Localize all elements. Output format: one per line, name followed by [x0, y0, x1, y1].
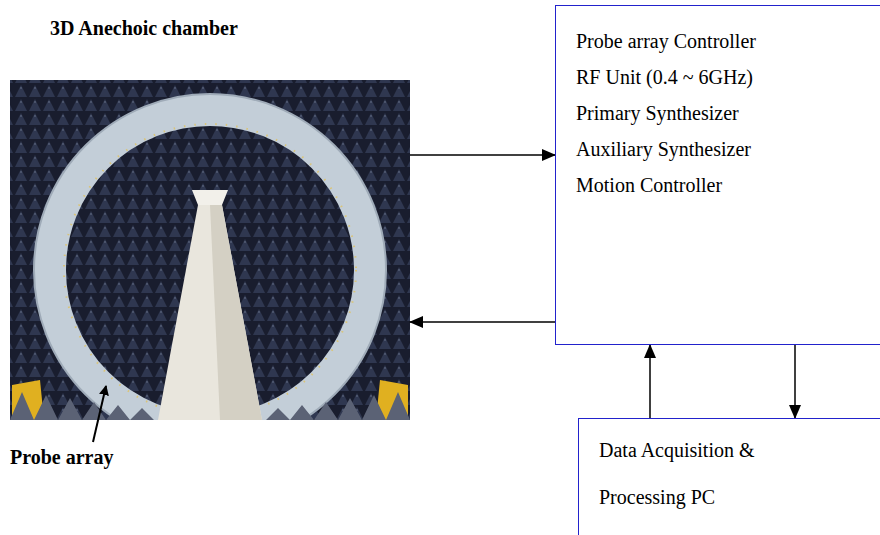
- signal-arrow: [649, 345, 651, 418]
- node-text: RF Unit (0.4 ~ 6GHz): [576, 59, 879, 95]
- node-text: Motion Controller: [576, 167, 879, 203]
- signal-arrow: [794, 345, 796, 418]
- chamber-illustration: [10, 80, 410, 420]
- pc-box: Data Acquisition & Processing PC: [578, 418, 880, 535]
- node-text: Data Acquisition & Processing PC: [599, 427, 819, 521]
- node-text: Probe array Controller: [576, 23, 879, 59]
- chamber-node: 3D Anechoic chamber: [10, 14, 410, 420]
- controller-box: Probe array ControllerRF Unit (0.4 ~ 6GH…: [555, 5, 880, 345]
- node-text: 3D Anechoic chamber: [10, 14, 410, 42]
- part-label: Probe array: [10, 446, 114, 469]
- signal-arrow: [410, 154, 555, 156]
- node-text: Primary Synthesizer: [576, 95, 879, 131]
- node-text: Auxiliary Synthesizer: [576, 131, 879, 167]
- signal-arrow: [410, 321, 555, 323]
- leader-line: [93, 386, 106, 442]
